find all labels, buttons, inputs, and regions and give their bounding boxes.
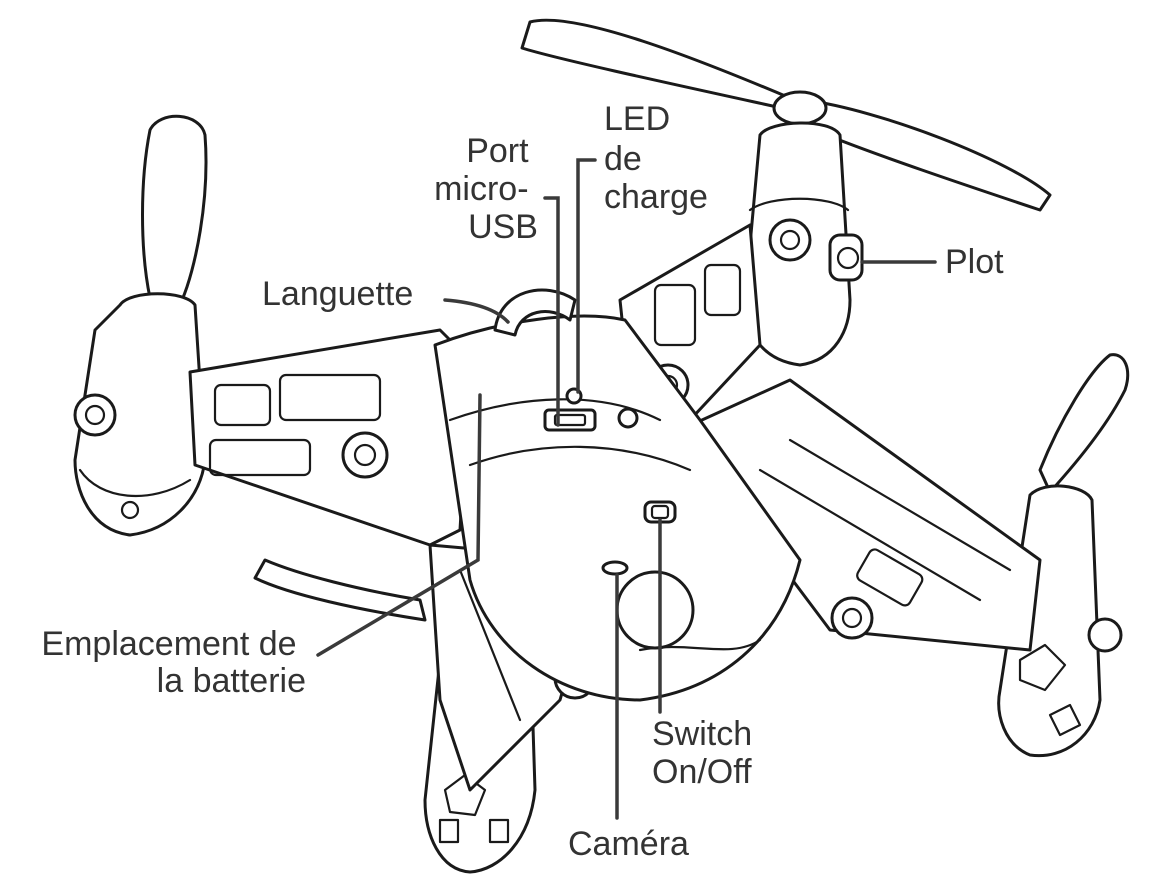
motor-pod-back-left: [73, 292, 207, 537]
drone-illustration: [73, 18, 1130, 874]
propeller-front-right: [1038, 353, 1130, 494]
label-camera: Caméra: [568, 825, 689, 863]
leader-languette: [443, 298, 510, 324]
label-languette: Languette: [262, 275, 413, 313]
propeller-back-left: [141, 114, 208, 302]
callout-labels: Port micro- USB LED de charge Plot Langu…: [41, 100, 1004, 863]
label-batterie: Emplacement de la batterie: [41, 625, 306, 700]
propeller-back-right: [520, 18, 1052, 212]
label-plot: Plot: [945, 243, 1004, 281]
leader-batterie: [316, 393, 482, 657]
label-switch: Switch On/Off: [652, 715, 762, 791]
label-port-usb: Port micro- USB: [434, 132, 538, 246]
leader-port-usb: [543, 196, 560, 427]
drone-arms: [188, 223, 1042, 792]
drone-body: [433, 288, 802, 702]
motor-pod-back-right: [743, 121, 864, 367]
leader-led: [576, 158, 597, 394]
landing-skid: [253, 558, 427, 622]
label-led: LED de charge: [604, 100, 708, 216]
leader-lines: [316, 158, 937, 820]
